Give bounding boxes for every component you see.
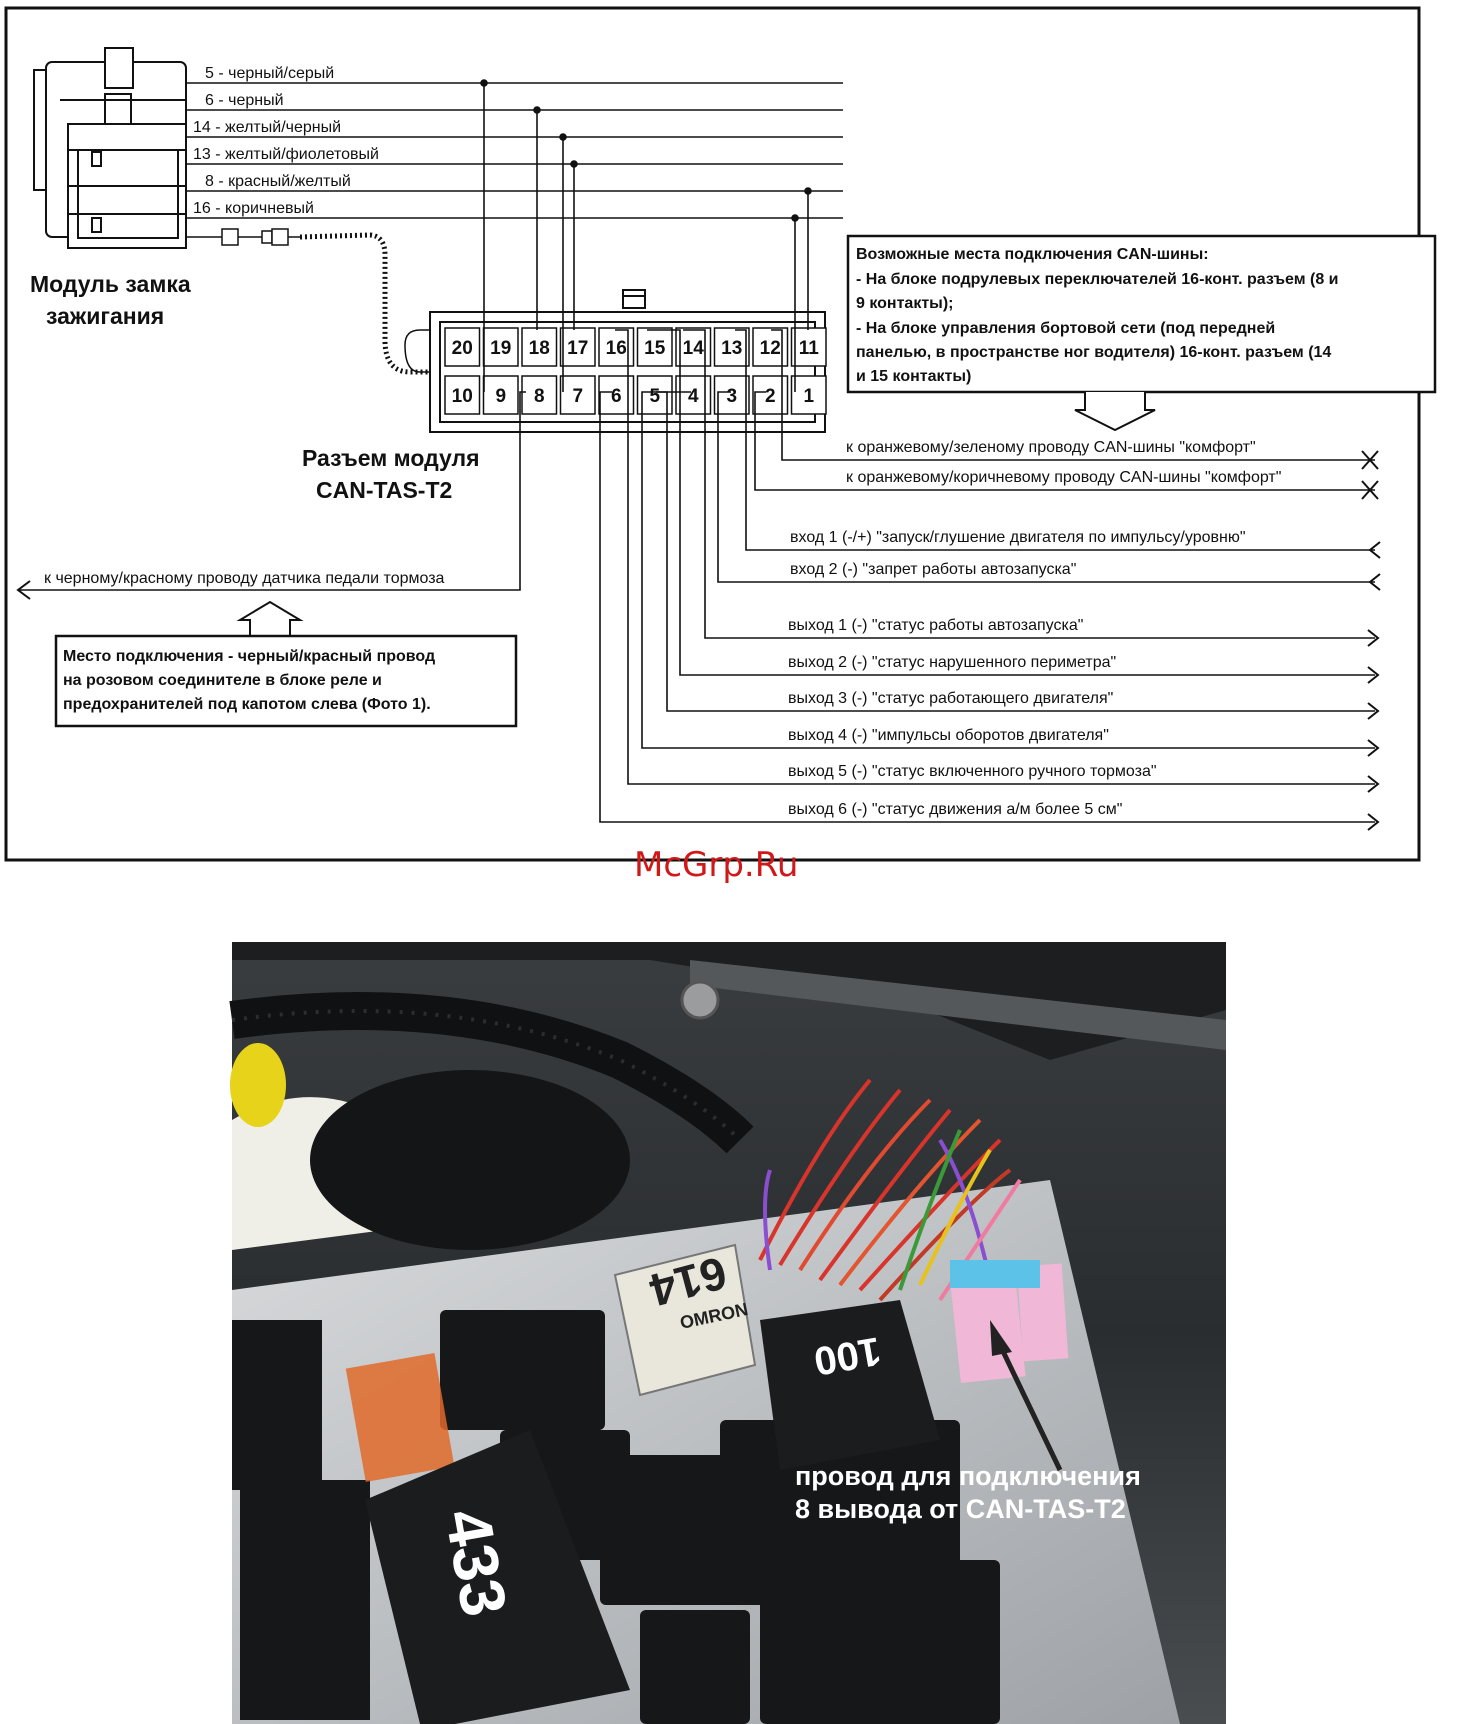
output-label-output5: выход 5 (-) "статус включенного ручного … [788, 763, 1157, 780]
pin-label: 5 [649, 386, 660, 407]
output-label-input1: вход 1 (-/+) "запуск/глушение двигателя … [790, 529, 1246, 546]
wire-label-2: 6 - черный [205, 92, 284, 109]
photo-caption-line2: 8 вывода от CAN-TAS-T2 [795, 1494, 1126, 1524]
connector-title-line1: Разъем модуля [302, 445, 480, 471]
connector-top-row: 20 19 18 17 16 15 14 13 12 11 [444, 327, 827, 367]
output-label-output2: выход 2 (-) "статус нарушенного периметр… [788, 654, 1116, 671]
can-info-line2: - На блоке подрулевых переключателей 16-… [856, 271, 1339, 288]
output-wires [18, 329, 1375, 823]
pin-bottom-cell [482, 375, 519, 415]
output-label-output6: выход 6 (-) "статус движения а/м более 5… [788, 801, 1122, 818]
engine-bay-photo: 614 OMRON 100 433 провод для подключения… [229, 942, 1226, 1724]
pin-label: 15 [644, 338, 666, 359]
output-arrowheads [1367, 629, 1380, 831]
pin-bottom-cell [559, 375, 596, 415]
pin-label: 3 [726, 386, 737, 407]
ignition-module-icon [33, 47, 187, 249]
pin-top-cell [559, 327, 596, 367]
pin-label: 2 [765, 386, 776, 407]
wire-label-3: 14 - желтый/черный [193, 119, 341, 136]
brake-note-line2: на розовом соединителе в блоке реле и [63, 672, 382, 689]
can-info-line1: Возможные места подключения CAN-шины: [856, 246, 1209, 263]
output-label-can-green: к оранжевому/зеленому проводу CAN-шины "… [846, 439, 1256, 456]
connector-title-line2: CAN-TAS-T2 [316, 477, 452, 503]
beaded-cable [299, 232, 448, 375]
pin-bottom-cell [444, 375, 481, 415]
pin-label: 10 [452, 386, 473, 407]
wire-label-5: 8 - красный/желтый [205, 173, 351, 190]
brake-note-line1: Место подключения - черный/красный прово… [63, 648, 435, 665]
brake-arrowhead [16, 580, 31, 600]
can-wire-end-markers [1361, 450, 1379, 500]
pin-label: 8 [534, 386, 545, 407]
pin-label: 4 [688, 386, 699, 407]
can-info-line3: 9 контакты); [856, 295, 953, 312]
photo-caption-line1: провод для подключения [795, 1461, 1141, 1491]
output-label-output3: выход 3 (-) "статус работающего двигател… [788, 690, 1113, 707]
brake-note-box [54, 634, 518, 728]
can-info-line4: - На блоке управления бортовой сети (под… [856, 320, 1275, 337]
can-box-arrow [1074, 392, 1156, 432]
wire-label-4: 13 - желтый/фиолетовый [193, 146, 379, 163]
pin-bottom-cell [713, 375, 750, 415]
pin-label: 7 [572, 386, 583, 407]
pin-label: 11 [799, 338, 820, 359]
pin-label: 20 [452, 338, 473, 359]
can-info-line6: и 15 контакты) [856, 368, 971, 385]
pin-top-cell [713, 327, 750, 367]
pin-label: 18 [529, 338, 550, 359]
module-title-line1: Модуль замка [30, 271, 191, 297]
pin-label: 14 [683, 338, 705, 359]
module-to-connector-wires [480, 79, 812, 392]
module-title-line2: зажигания [46, 303, 164, 329]
output-label-input2: вход 2 (-) "запрет работы автозапуска" [790, 561, 1076, 578]
can-info-line5: панелью, в пространстве ног водителя) 16… [856, 344, 1331, 361]
module-plug [186, 228, 300, 246]
pin-bottom-cell [790, 375, 827, 415]
pin-top-cell [444, 327, 481, 367]
brake-wire-label: к черному/красному проводу датчика педал… [44, 570, 445, 587]
output-label-can-brown: к оранжевому/коричневому проводу CAN-шин… [846, 469, 1281, 486]
pin-label: 6 [611, 386, 622, 407]
can-info-box [846, 234, 1437, 394]
pin-top-cell [790, 327, 827, 367]
pin-label: 9 [495, 386, 506, 407]
pin-label: 12 [760, 338, 781, 359]
wire-label-1: 5 - черный/серый [205, 65, 334, 82]
output-label-output1: выход 1 (-) "статус работы автозапуска" [788, 617, 1083, 634]
watermark: McGrp.Ru [634, 845, 798, 885]
wire-label-6: 16 - коричневый [193, 200, 314, 217]
pin-top-cell [636, 327, 673, 367]
pin-label: 13 [721, 338, 742, 359]
pin-label: 17 [567, 338, 588, 359]
input-arrowheads [1368, 541, 1381, 591]
module-wires [186, 82, 843, 219]
brake-note-arrow [236, 600, 304, 636]
pin-top-cell [521, 327, 558, 367]
output-label-output4: выход 4 (-) "импульсы оборотов двигателя… [788, 727, 1109, 744]
brake-note-line3: предохранителей под капотом слева (Фото … [63, 696, 431, 713]
pin-label: 1 [803, 386, 814, 407]
pin-top-cell [482, 327, 519, 367]
pin-label: 16 [606, 338, 627, 359]
pin-label: 19 [490, 338, 511, 359]
pin-bottom-cell [521, 375, 558, 415]
